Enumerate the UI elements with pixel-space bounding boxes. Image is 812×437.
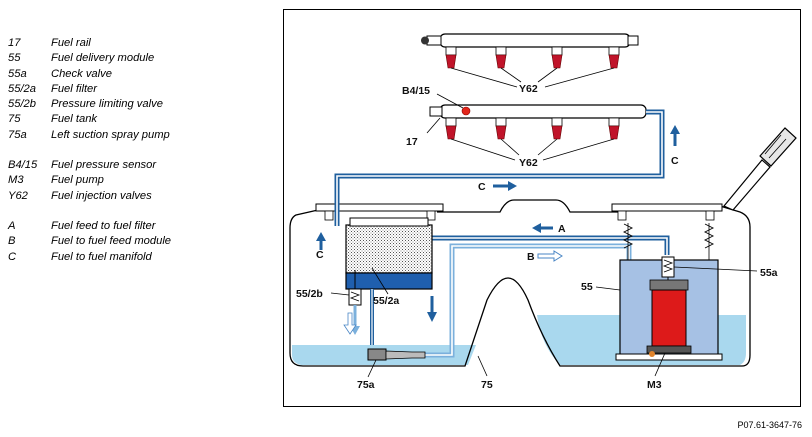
legend-item: B Fuel to fuel feed module: [8, 234, 171, 249]
legend-item: 17 Fuel rail: [8, 36, 171, 51]
leader-55-2a: [371, 267, 389, 295]
suction-spray-pump: [367, 348, 426, 361]
label-flow-c-right: C: [478, 181, 486, 193]
legend-code: 55/2b: [8, 98, 36, 111]
label-flow-c-up: C: [671, 155, 679, 167]
legend-code: 55/2a: [8, 82, 36, 95]
legend-item: 75a Left suction spray pump: [8, 128, 171, 143]
fuel-filter: [345, 217, 433, 290]
leader-55a: [673, 266, 758, 272]
legend-text: Fuel feed to fuel filter: [51, 219, 156, 232]
right-flange: [611, 203, 723, 221]
legend-text: Fuel delivery module: [51, 52, 155, 65]
label-55a: 55a: [760, 267, 778, 279]
legend-text: Check valve: [51, 67, 112, 80]
leader-55-2b: [330, 292, 350, 296]
injector: [445, 46, 457, 69]
injector: [551, 46, 563, 69]
label-flow-b: B: [527, 251, 535, 263]
legend-text: Fuel pump: [51, 174, 104, 187]
leader-m3: [654, 352, 666, 377]
injector: [551, 117, 563, 140]
legend-code: 75: [8, 113, 21, 126]
label-55-2b: 55/2b: [296, 288, 323, 300]
label-17: 17: [406, 136, 418, 148]
leader-55: [595, 286, 621, 291]
check-valve: [661, 256, 675, 286]
leader-lines-y62-bottom: [450, 138, 615, 161]
leader-17: [426, 117, 441, 134]
legend-code: 55: [8, 52, 21, 65]
fuel-pump: [646, 279, 692, 357]
legend-item: 55 Fuel delivery module: [8, 51, 171, 66]
label-75a: 75a: [357, 379, 375, 391]
leader-lines-y62-top: [450, 67, 615, 88]
legend-item: 55a Check valve: [8, 67, 171, 82]
legend-item: B4/15 Fuel pressure sensor: [8, 158, 171, 173]
injector: [495, 117, 507, 140]
label-b4-15: B4/15: [402, 85, 430, 97]
legend-text: Fuel tank: [51, 113, 98, 126]
label-m3: M3: [647, 379, 662, 391]
label-y62-bottom: Y62: [519, 157, 538, 169]
legend-code: B: [8, 235, 16, 248]
legend-code: C: [8, 250, 17, 263]
legend-text: Left suction spray pump: [51, 128, 170, 141]
filler-neck: [723, 127, 797, 211]
legend-item: 55/2b Pressure limiting valve: [8, 97, 171, 112]
legend-item: M3 Fuel pump: [8, 173, 171, 188]
legend-item: Y62 Fuel injection valves: [8, 189, 171, 204]
legend-text: Fuel pressure sensor: [51, 159, 157, 172]
legend-code: B4/15: [8, 159, 38, 172]
flow-arrow-c-up: [670, 125, 680, 146]
flow-arrow-c-right: [493, 181, 517, 191]
fuel-rail-bottom: [429, 104, 647, 119]
legend: 17 Fuel rail 55 Fuel delivery module 55a Ch…: [8, 36, 171, 265]
legend-item: 55/2a Fuel filter: [8, 82, 171, 97]
legend-text: Fuel injection valves: [51, 189, 152, 202]
injector: [445, 117, 457, 140]
injector: [608, 117, 620, 140]
legend-text: Fuel filter: [51, 82, 98, 95]
label-y62-top: Y62: [519, 83, 538, 95]
figure-reference: P07.61-3647-76: [737, 420, 802, 430]
flow-arrow-drop: [343, 312, 357, 335]
pressure-sensor: [461, 106, 471, 116]
legend-text: Fuel rail: [51, 37, 91, 49]
legend-text: Fuel to fuel feed module: [51, 235, 172, 248]
label-75: 75: [481, 379, 493, 391]
legend-item: 75 Fuel tank: [8, 112, 171, 127]
injector: [608, 46, 620, 69]
legend-code: 55a: [8, 67, 27, 80]
injector-valves-bottom: [445, 117, 620, 140]
fuel-rail-top: [421, 33, 639, 48]
label-flow-c-left: C: [316, 249, 324, 261]
leader-75a: [367, 359, 377, 378]
legend-code: 75a: [8, 128, 27, 141]
legend-item: C Fuel to fuel manifold: [8, 250, 171, 265]
legend-code: A: [8, 219, 16, 232]
legend-text: Fuel to fuel manifold: [51, 250, 152, 263]
injector-valves-top: [445, 46, 620, 69]
fuel-tank: [289, 205, 751, 367]
diagram-frame: [283, 9, 801, 407]
legend-item: A Fuel feed to fuel filter: [8, 219, 171, 234]
tank-top: [437, 199, 618, 213]
label-55-2a: 55/2a: [373, 295, 399, 307]
flow-arrow-b: [537, 250, 563, 262]
legend-code: Y62: [8, 189, 28, 202]
leader-75: [477, 355, 488, 377]
legend-code: 17: [8, 37, 21, 49]
flow-arrow-a: [532, 223, 553, 233]
filter-drop-arrow-head: [427, 312, 437, 322]
injector: [495, 46, 507, 69]
leader-b4-15: [436, 93, 464, 109]
left-flange: [315, 203, 444, 221]
legend-text: Pressure limiting valve: [51, 98, 163, 111]
label-55: 55: [581, 281, 593, 293]
legend-code: M3: [8, 174, 24, 187]
label-flow-a: A: [558, 223, 566, 235]
flow-arrow-c-left-up: [316, 232, 326, 250]
